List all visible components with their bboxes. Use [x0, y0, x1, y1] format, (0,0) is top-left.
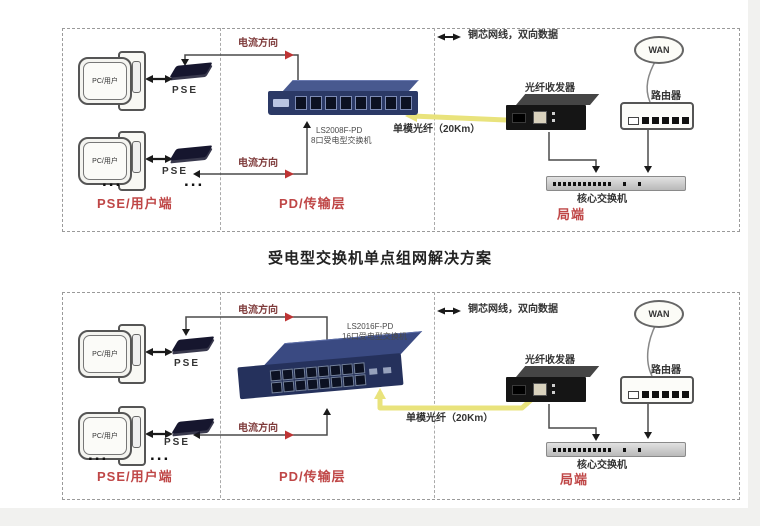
bottom-pc2-pse2-arrow [145, 430, 173, 438]
tower-slot [132, 334, 141, 366]
transceiver-top-face [516, 94, 600, 105]
ellipsis: ... [150, 445, 171, 464]
section-label-pse: PSE/用户端 [97, 196, 173, 211]
bottom-divider-pd-co [434, 292, 435, 498]
tower-slot [132, 141, 141, 173]
router-label: 路由器 [651, 365, 681, 376]
pc-monitor-icon: PC/用户 [78, 330, 132, 378]
pse-label: PSE [164, 437, 191, 448]
top-fiber-link [405, 110, 507, 123]
pc-monitor-icon: PC/用户 [78, 412, 132, 460]
pse-label: PSE [172, 85, 199, 96]
pse-label: PSE [174, 358, 201, 369]
bottom-lower-current-wire [193, 408, 331, 440]
rj45-port [533, 111, 547, 124]
pc-monitor-icon: PC/用户 [78, 57, 132, 105]
led-indicator [552, 391, 555, 394]
sfp-port [382, 366, 392, 374]
bottom-wan-router-link [646, 323, 657, 377]
top-copper-bidirectional-arrow-icon [437, 33, 461, 41]
section-label-pd: PD/传输层 [279, 196, 346, 211]
pc-monitor-icon: PC/用户 [78, 137, 132, 185]
led-indicator [552, 119, 555, 122]
pc-label: PC/用户 [83, 62, 127, 100]
transceiver-label: 光纤收发器 [525, 355, 575, 366]
router-label: 路由器 [651, 91, 681, 102]
tower-slot [132, 61, 141, 93]
diagram-title: 受电型交换机单点组网解决方案 [267, 250, 492, 267]
copper-label: 铜芯网线，双向数据 [468, 30, 558, 41]
core-switch-label: 核心交换机 [577, 460, 627, 471]
poe-switch-8port [268, 80, 419, 118]
right-margin [748, 0, 760, 526]
bottom-transceiver-core-wire [548, 404, 600, 441]
led-indicator [552, 384, 555, 387]
transceiver-label: 光纤收发器 [525, 83, 575, 94]
section-label-pse: PSE/用户端 [97, 469, 173, 484]
top-diagram-panel [62, 28, 740, 232]
router-icon [620, 376, 694, 404]
wan-cloud: WAN [634, 300, 684, 328]
section-label-co: 局端 [560, 472, 589, 487]
router-port-row [628, 117, 689, 125]
top-pc1-pse1-arrow [145, 75, 173, 83]
fiber-label: 单模光纤（20Km） [406, 413, 494, 424]
wan-cloud: WAN [634, 36, 684, 64]
current-direction-label: 电流方向 [238, 38, 278, 49]
fiber-transceiver-icon [506, 94, 600, 132]
ellipsis: ... [184, 171, 205, 190]
router-port-row [628, 391, 689, 399]
section-label-co: 局端 [557, 207, 586, 222]
pc-label: PC/用户 [83, 417, 127, 455]
bottom-copper-bidirectional-arrow-icon [437, 307, 461, 315]
bottom-router-core-wire [644, 400, 652, 439]
bottom-margin [0, 508, 760, 526]
top-divider-pd-co [434, 28, 435, 230]
switch-model-label: LS2016F-PD [347, 322, 394, 331]
bottom-diagram-panel [62, 292, 740, 500]
current-direction-label: 电流方向 [238, 158, 278, 169]
switch-port-row [237, 353, 404, 400]
pse-label: PSE [162, 166, 189, 177]
wan-label: WAN [648, 45, 670, 55]
transceiver-top-face [516, 366, 600, 377]
ellipsis: ... [102, 171, 123, 190]
switch-port-row [268, 91, 418, 115]
top-divider-pse-pd [220, 28, 221, 230]
top-router-core-wire [644, 126, 652, 173]
core-switch-icon [546, 176, 686, 191]
sfp-port [368, 368, 378, 375]
current-direction-label: 电流方向 [238, 305, 278, 316]
pc-label: PC/用户 [83, 335, 127, 373]
copper-label: 铜芯网线，双向数据 [468, 304, 558, 315]
fiber-transceiver-icon [506, 366, 600, 404]
wan-label: WAN [648, 309, 670, 319]
top-pc2-pse2-arrow [145, 155, 173, 163]
top-transceiver-core-wire [548, 132, 600, 173]
router-icon [620, 102, 694, 130]
fiber-label: 单模光纤（20Km） [393, 124, 481, 135]
fiber-port [512, 113, 526, 123]
bottom-pc1-pse1-arrow [145, 348, 173, 356]
current-direction-label: 电流方向 [238, 423, 278, 434]
core-switch-label: 核心交换机 [577, 194, 627, 205]
pc-label: PC/用户 [83, 142, 127, 180]
led-indicator [552, 112, 555, 115]
switch-brand-badge [273, 99, 289, 107]
tower-slot [132, 416, 141, 448]
fiber-port [512, 385, 526, 395]
switch-model-label: LS2008F-PD [316, 126, 363, 135]
ellipsis: ... [88, 445, 109, 464]
section-label-pd: PD/传输层 [279, 469, 346, 484]
top-lower-current-wire [193, 121, 311, 179]
switch-desc-label: 16口受电型交换机 [342, 332, 407, 341]
switch-port-grid [269, 361, 367, 393]
bottom-divider-pse-pd [220, 292, 221, 498]
core-switch-icon [546, 442, 686, 457]
switch-desc-label: 8口受电型交换机 [311, 136, 372, 145]
rj45-port [533, 383, 547, 396]
